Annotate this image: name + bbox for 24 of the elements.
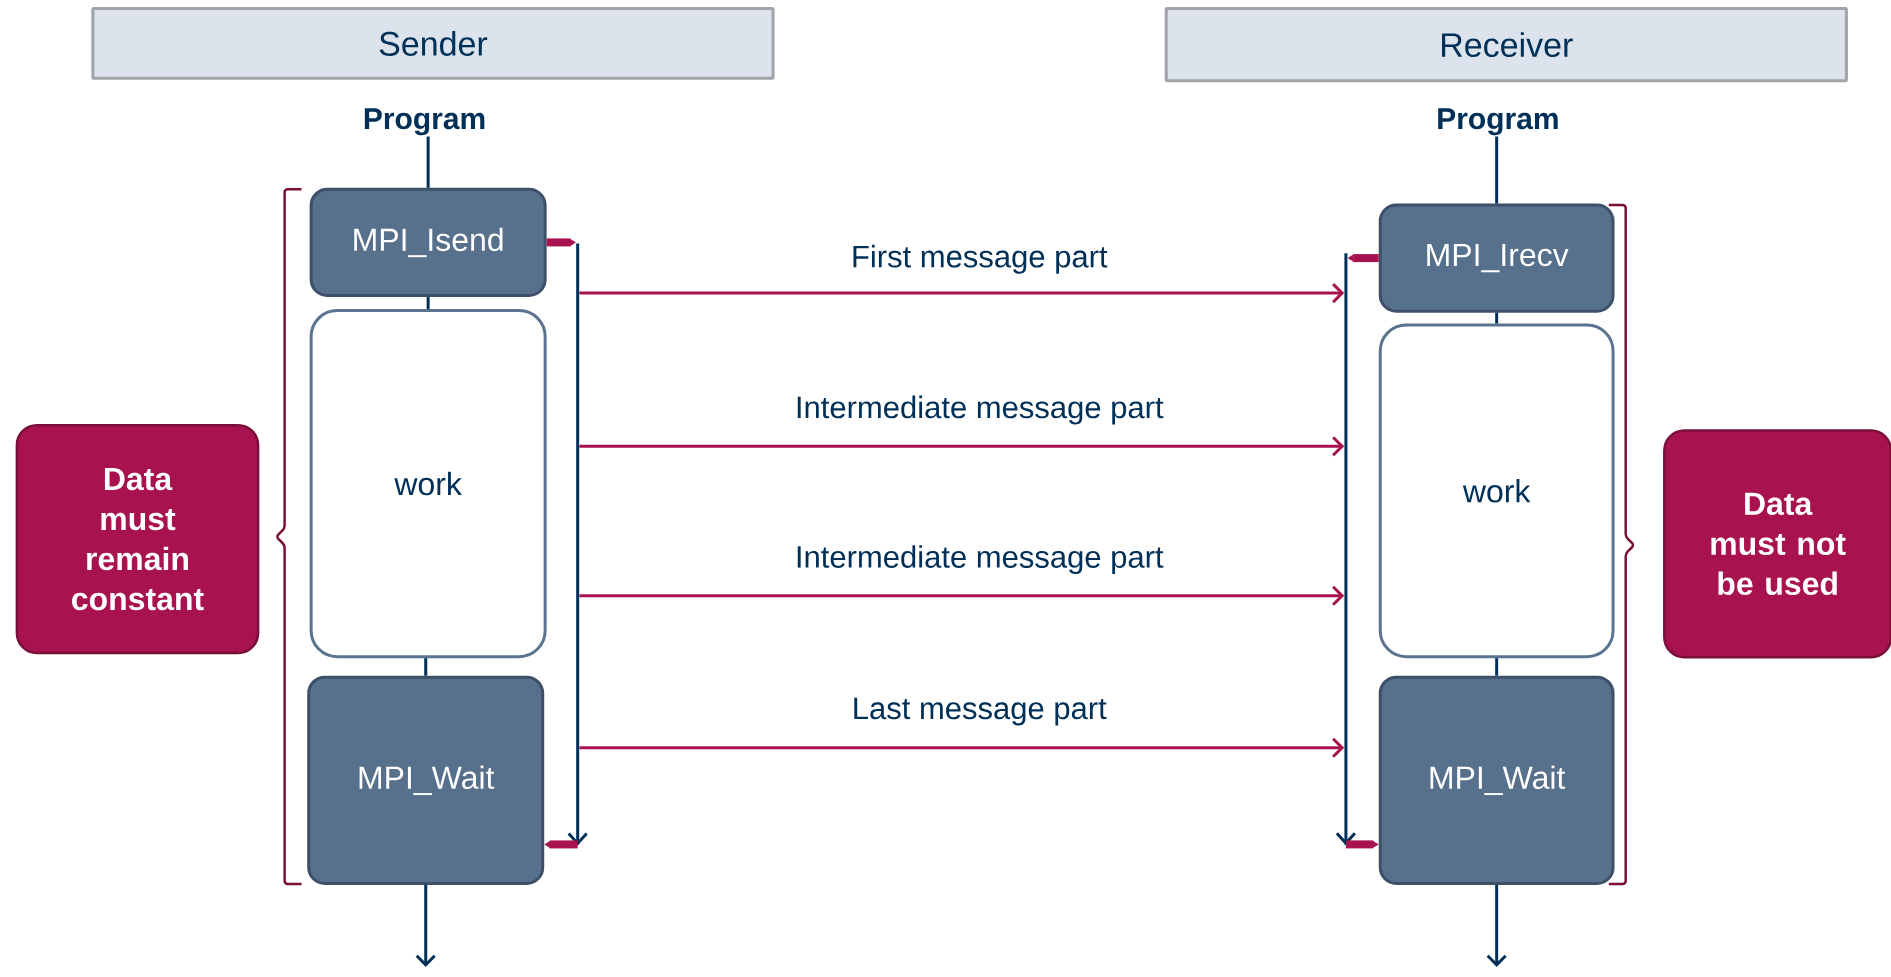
edge-label: Last message part xyxy=(849,695,1109,728)
callout-box: Data must remain constant xyxy=(15,423,260,655)
call-box: MPI_Irecv xyxy=(1378,203,1615,313)
edge-label: Intermediate message part xyxy=(792,543,1166,577)
arrow xyxy=(579,436,1345,457)
edge-label: Intermediate message part xyxy=(792,393,1166,427)
header-box: Sender xyxy=(91,7,775,80)
arrow xyxy=(579,585,1345,606)
arrow xyxy=(579,737,1345,758)
work-box: work xyxy=(309,309,547,659)
call-box: MPI_Isend xyxy=(309,187,547,298)
call-box: MPI_Wait xyxy=(307,675,545,885)
timeline-arrow xyxy=(1335,253,1357,846)
timeline-arrow xyxy=(567,243,588,846)
arrow xyxy=(579,283,1345,304)
callout-box: Data must not be used xyxy=(1663,429,1891,659)
lifeline-label: Program xyxy=(364,108,485,136)
lifeline-label: Program xyxy=(1438,108,1558,136)
arrow xyxy=(1486,884,1507,967)
header-box: Receiver xyxy=(1164,7,1848,83)
call-box: MPI_Wait xyxy=(1378,675,1615,885)
edge-label: First message part xyxy=(848,242,1110,276)
arrow xyxy=(415,884,436,967)
work-box: work xyxy=(1378,323,1615,659)
